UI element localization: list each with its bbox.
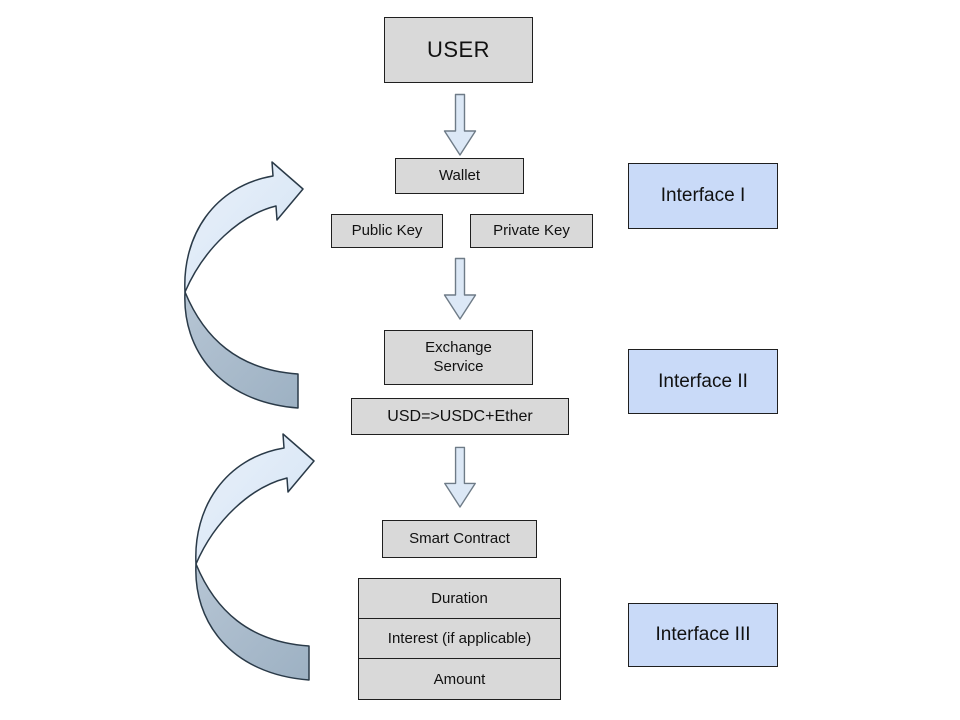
- down-arrow-icon: [443, 93, 477, 156]
- curved-loop-arrow-icon: [184, 161, 304, 409]
- contract-field-amount: Amount: [433, 670, 486, 688]
- curved-loop-arrow-icon: [195, 433, 315, 681]
- node-exchange-service: Exchange Service: [384, 330, 533, 385]
- node-smart-contract: Smart Contract: [382, 520, 537, 558]
- down-arrow-icon: [444, 446, 476, 508]
- node-private-key: Private Key: [470, 214, 593, 248]
- node-interface-1: Interface I: [628, 163, 778, 229]
- node-user: USER: [384, 17, 533, 83]
- down-arrow-icon: [443, 257, 477, 320]
- node-usd-conversion: USD=>USDC+Ether: [351, 398, 569, 435]
- node-interface-2: Interface II: [628, 349, 778, 414]
- contract-field-interest: Interest (if applicable): [359, 619, 560, 659]
- contract-fields-table: Duration Interest (if applicable) Amount: [358, 578, 561, 700]
- node-public-key: Public Key: [331, 214, 443, 248]
- contract-field-duration: Duration: [359, 579, 560, 619]
- node-interface-3: Interface III: [628, 603, 778, 667]
- node-wallet: Wallet: [395, 158, 524, 194]
